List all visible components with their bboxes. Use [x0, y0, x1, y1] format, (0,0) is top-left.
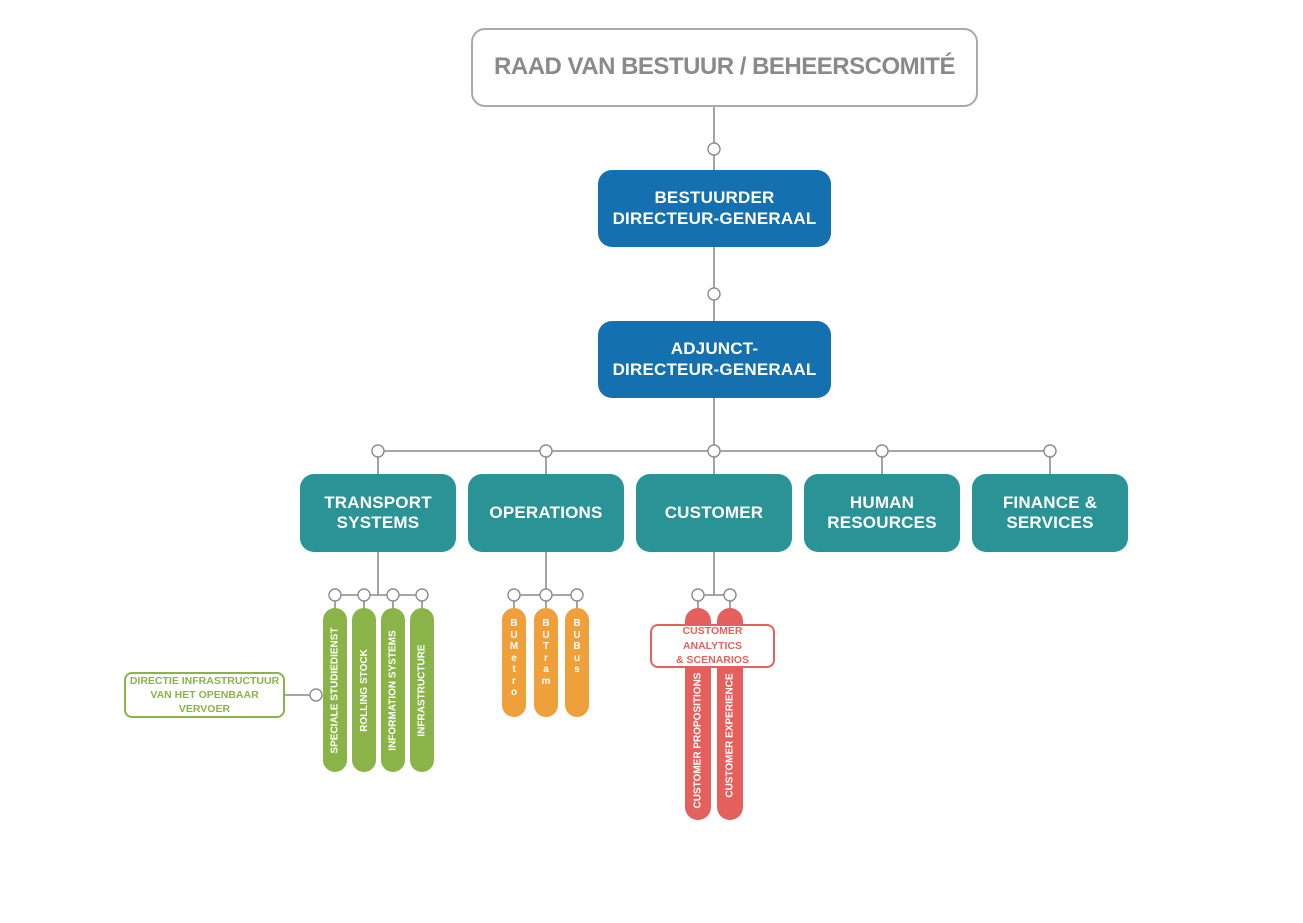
unit-label: SPECIALE STUDIEDIENST	[329, 626, 341, 754]
connector-node	[328, 588, 342, 602]
department-label: CUSTOMER	[664, 502, 764, 522]
stacked-letter: u	[573, 652, 581, 664]
stacked-letter: T	[542, 641, 550, 652]
unit-label: CUSTOMER PROPOSITIONS	[692, 672, 704, 809]
connector-node	[1043, 444, 1057, 458]
department-human-resources: HUMAN RESOURCES	[804, 474, 960, 552]
stacked-letter: B	[573, 618, 581, 629]
directie-infrastructuur-label: DIRECTIE INFRASTRUCTUUR VAN HET OPENBAAR…	[129, 674, 280, 716]
stacked-letter: U	[510, 629, 518, 641]
stacked-letter: M	[509, 641, 519, 652]
stacked-letter: B	[542, 618, 550, 629]
department-customer: CUSTOMER	[636, 474, 792, 552]
connector-node	[539, 444, 553, 458]
unit-label: INFORMATION SYSTEMS	[387, 629, 399, 751]
customer-analytics-box: CUSTOMER ANALYTICS & SCENARIOS	[650, 624, 775, 668]
department-label: HUMAN RESOURCES	[827, 492, 937, 532]
connector-node	[357, 588, 371, 602]
connector-node	[507, 588, 521, 602]
stacked-letter: B	[573, 641, 581, 652]
department-label: TRANSPORT SYSTEMS	[324, 492, 432, 532]
connector-node	[309, 688, 323, 702]
stacked-letter: o	[510, 687, 518, 698]
director-general-label: BESTUURDER DIRECTEUR-GENERAAL	[612, 188, 817, 228]
stacked-letter: t	[512, 664, 516, 675]
stacked-letter: r	[512, 675, 516, 687]
connector-node	[371, 444, 385, 458]
unit-infrastructure: INFRASTRUCTURE	[410, 608, 434, 772]
connector-node	[539, 588, 553, 602]
connector-node	[386, 588, 400, 602]
connector-node	[723, 588, 737, 602]
stacked-letter: r	[544, 652, 548, 664]
connector-node	[707, 444, 721, 458]
unit-label: INFRASTRUCTURE	[416, 643, 428, 737]
connector-node	[875, 444, 889, 458]
deputy-director-general-label: ADJUNCT- DIRECTEUR-GENERAAL	[612, 339, 817, 379]
unit-rolling-stock: ROLLING STOCK	[352, 608, 376, 772]
department-operations: OPERATIONS	[468, 474, 624, 552]
director-general-box: BESTUURDER DIRECTEUR-GENERAAL	[598, 170, 831, 247]
unit-speciale-studiedienst: SPECIALE STUDIEDIENST	[323, 608, 347, 772]
unit-label: CUSTOMER EXPERIENCE	[724, 673, 736, 798]
deputy-director-general-box: ADJUNCT- DIRECTEUR-GENERAAL	[598, 321, 831, 398]
stacked-letter: e	[511, 652, 517, 664]
department-label: OPERATIONS	[489, 502, 603, 522]
stacked-letter: U	[542, 629, 550, 641]
stacked-letter: s	[574, 664, 580, 675]
board-label: RAAD VAN BESTUUR / BEHEERSCOMITÉ	[494, 53, 955, 81]
connector-node	[707, 287, 721, 301]
unit-label: ROLLING STOCK	[358, 648, 370, 732]
stacked-letter: U	[573, 629, 581, 641]
stacked-letter: a	[543, 664, 549, 675]
unit-information-systems: INFORMATION SYSTEMS	[381, 608, 405, 772]
connector-node	[570, 588, 584, 602]
department-transport-systems: TRANSPORT SYSTEMS	[300, 474, 456, 552]
connector-node	[707, 142, 721, 156]
customer-analytics-label: CUSTOMER ANALYTICS & SCENARIOS	[676, 624, 749, 667]
stacked-letter: B	[510, 618, 518, 629]
department-label: FINANCE & SERVICES	[1002, 492, 1098, 532]
connector-node	[415, 588, 429, 602]
stacked-letter: m	[541, 675, 551, 687]
directie-infrastructuur-box: DIRECTIE INFRASTRUCTUUR VAN HET OPENBAAR…	[124, 672, 285, 718]
connector-node	[691, 588, 705, 602]
board-box: RAAD VAN BESTUUR / BEHEERSCOMITÉ	[471, 28, 978, 107]
department-finance-services: FINANCE & SERVICES	[972, 474, 1128, 552]
